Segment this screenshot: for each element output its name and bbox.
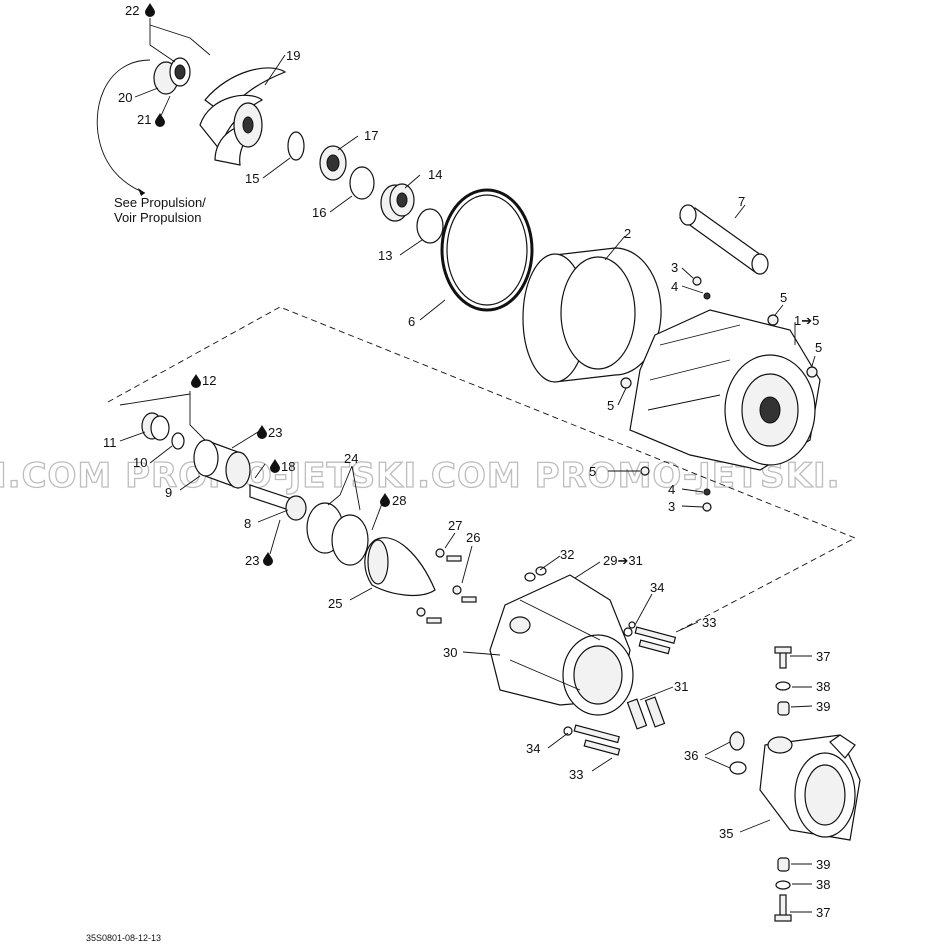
callout-33b: 33 — [569, 767, 583, 782]
callout-17: 17 — [364, 128, 378, 143]
callout-39b: 39 — [816, 857, 830, 872]
callout-31: 31 — [674, 679, 688, 694]
dashed-group-outline — [107, 306, 857, 631]
callout-29to31: 29➔31 — [603, 553, 643, 568]
callout-23a: 23 — [268, 425, 282, 440]
callout-34a: 34 — [650, 580, 664, 595]
part-10-ring — [171, 432, 185, 450]
part-2-wear-ring — [522, 247, 662, 383]
part-14-bearing — [380, 183, 415, 222]
callout-9: 9 — [165, 485, 172, 500]
parts-37-38-39 — [774, 646, 792, 922]
callout-23b: 23 — [245, 553, 259, 568]
callout-19: 19 — [286, 48, 300, 63]
callout-11: 11 — [103, 435, 117, 450]
part-15-circlip — [287, 131, 305, 161]
callout-39a: 39 — [816, 699, 830, 714]
callout-labels: 22 19 20 21 17 15 14 16 13 7 2 6 3 4 5 1… — [103, 3, 830, 920]
callout-25: 25 — [328, 596, 342, 611]
callout-22: 22 — [125, 3, 139, 18]
part-25-cone — [364, 537, 436, 596]
part-16-ring — [349, 166, 375, 200]
part-32-rings — [524, 566, 547, 582]
callout-24: 24 — [344, 451, 358, 466]
callout-6: 6 — [408, 314, 415, 329]
drop-icon — [257, 425, 267, 439]
part-1-housing — [629, 309, 821, 471]
drop-icon-group — [145, 3, 390, 566]
drop-icon — [263, 552, 273, 566]
callout-2: 2 — [624, 226, 631, 241]
callout-21: 21 — [137, 112, 151, 127]
diagram-code: 35S0801-08-12-13 — [86, 933, 161, 943]
drop-icon — [155, 113, 165, 127]
part-36-bushings — [729, 731, 747, 775]
callout-37a: 37 — [816, 649, 830, 664]
see-propulsion-note-line1: See Propulsion/ — [114, 195, 206, 210]
part-31-pins — [626, 696, 666, 730]
callout-8: 8 — [244, 516, 251, 531]
callout-28: 28 — [392, 493, 406, 508]
part-7-bar — [678, 204, 769, 275]
callout-5b: 5 — [815, 340, 822, 355]
callout-7: 7 — [738, 194, 745, 209]
callout-38a: 38 — [816, 679, 830, 694]
part-9-sleeve — [193, 439, 251, 489]
callout-5a: 5 — [780, 290, 787, 305]
part-35-nozzle — [759, 734, 861, 841]
fasteners-26-27 — [416, 548, 477, 624]
drop-icon — [270, 459, 280, 473]
part-24-oring-b — [331, 514, 369, 566]
callout-37b: 37 — [816, 905, 830, 920]
part-8-shaft — [249, 484, 307, 521]
callout-12: 12 — [202, 373, 216, 388]
callout-4b: 4 — [668, 482, 675, 497]
callout-30: 30 — [443, 645, 457, 660]
part-11-bushing — [141, 412, 170, 441]
callout-10: 10 — [133, 455, 147, 470]
callout-33a: 33 — [702, 615, 716, 630]
callout-20: 20 — [118, 90, 132, 105]
see-propulsion-note-line2: Voir Propulsion — [114, 210, 201, 225]
part-19-impeller — [199, 67, 287, 166]
callout-38b: 38 — [816, 877, 830, 892]
drop-icon — [191, 374, 201, 388]
see-propulsion-arrow — [96, 59, 151, 194]
callout-26: 26 — [466, 530, 480, 545]
callout-36: 36 — [684, 748, 698, 763]
callout-3b: 3 — [668, 499, 675, 514]
callout-5c: 5 — [607, 398, 614, 413]
callout-16: 16 — [312, 205, 326, 220]
part-30-venturi — [489, 574, 634, 716]
part-6-large-ring — [440, 188, 534, 312]
drop-icon — [145, 3, 155, 17]
callout-14: 14 — [428, 167, 442, 182]
callout-27: 27 — [448, 518, 462, 533]
callout-15: 15 — [245, 171, 259, 186]
callout-18: 18 — [281, 459, 295, 474]
fasteners-3-4-5 — [620, 276, 818, 512]
callout-34b: 34 — [526, 741, 540, 756]
callout-3a: 3 — [671, 260, 678, 275]
callout-5d: 5 — [589, 464, 596, 479]
part-20-sleeve — [153, 57, 191, 95]
part-17-seal — [319, 145, 347, 181]
callout-1to5: 1➔5 — [794, 313, 819, 328]
drop-icon — [380, 493, 390, 507]
watermark: I.COM PROMO-JETSKI.COM PROMO-JETSKI. — [0, 456, 841, 496]
callout-13: 13 — [378, 248, 392, 263]
callout-32: 32 — [560, 547, 574, 562]
part-13-oring — [416, 208, 444, 244]
callout-35: 35 — [719, 826, 733, 841]
fasteners-33-34 — [563, 621, 677, 756]
leader-lines — [119, 18, 816, 913]
arrow-head — [138, 188, 145, 196]
callout-4a: 4 — [671, 279, 678, 294]
